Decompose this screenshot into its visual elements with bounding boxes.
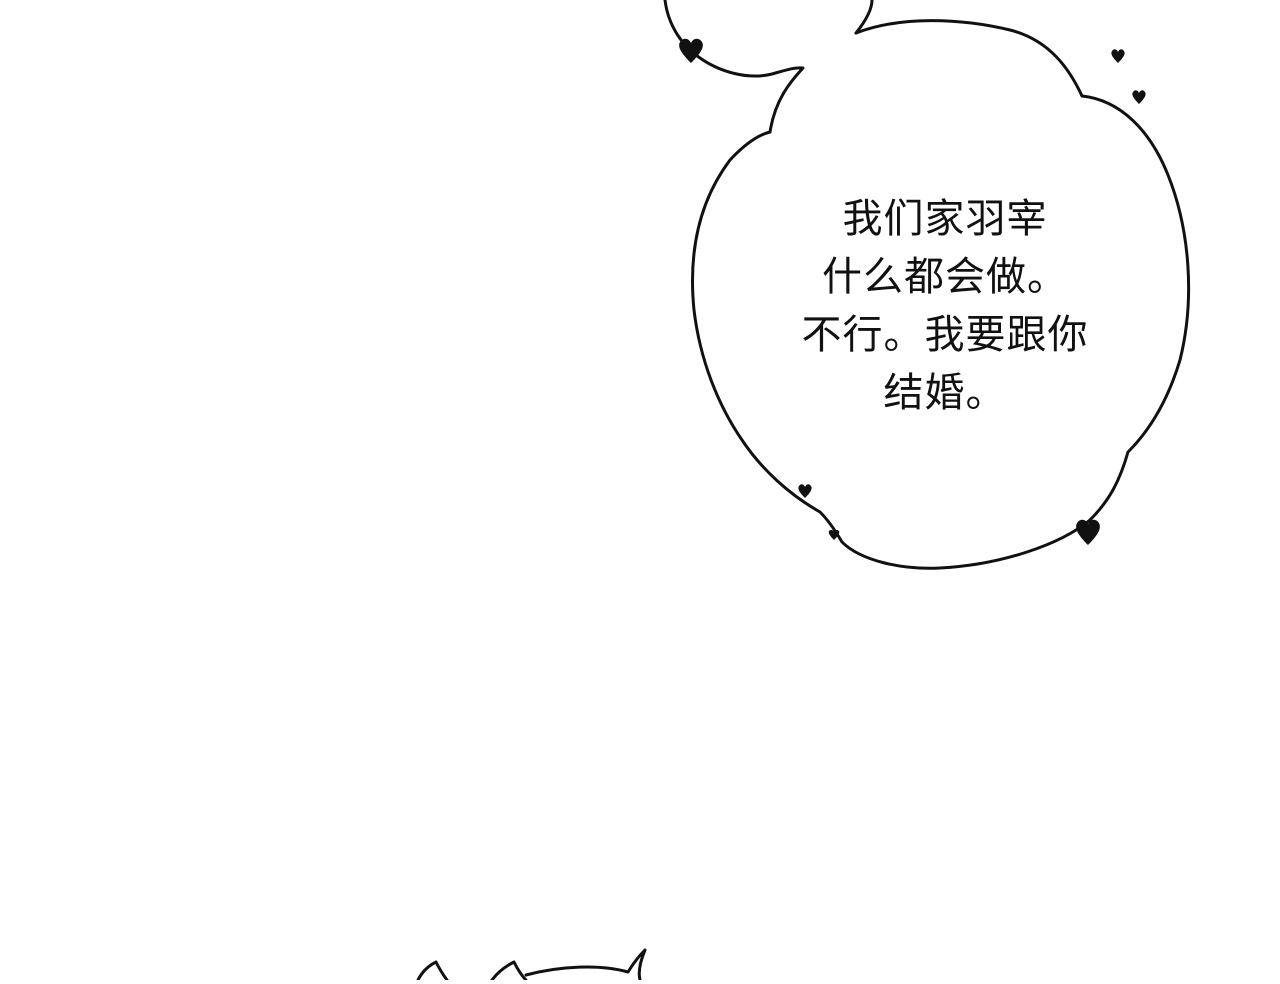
dialogue-line: 结婚。 <box>883 370 1007 416</box>
bottom-bubble-fragment <box>416 948 647 982</box>
thought-bubble-top <box>663 0 874 134</box>
heart-icon <box>1111 49 1125 63</box>
dialogue-line: 我们家羽宰 <box>842 196 1048 242</box>
dialogue-line: 不行。我要跟你 <box>801 312 1089 358</box>
dialogue-line: 什么都会做。 <box>822 254 1068 300</box>
heart-icon <box>798 484 812 498</box>
speech-bubble-outline <box>691 19 1191 570</box>
heart-icon <box>1132 90 1146 104</box>
heart-icon <box>1076 519 1100 545</box>
heart-icon <box>679 38 703 63</box>
heart-icon <box>828 529 840 540</box>
speech-bubble-text: 我们家羽宰 什么都会做。 不行。我要跟你 结婚。 <box>760 190 1130 422</box>
